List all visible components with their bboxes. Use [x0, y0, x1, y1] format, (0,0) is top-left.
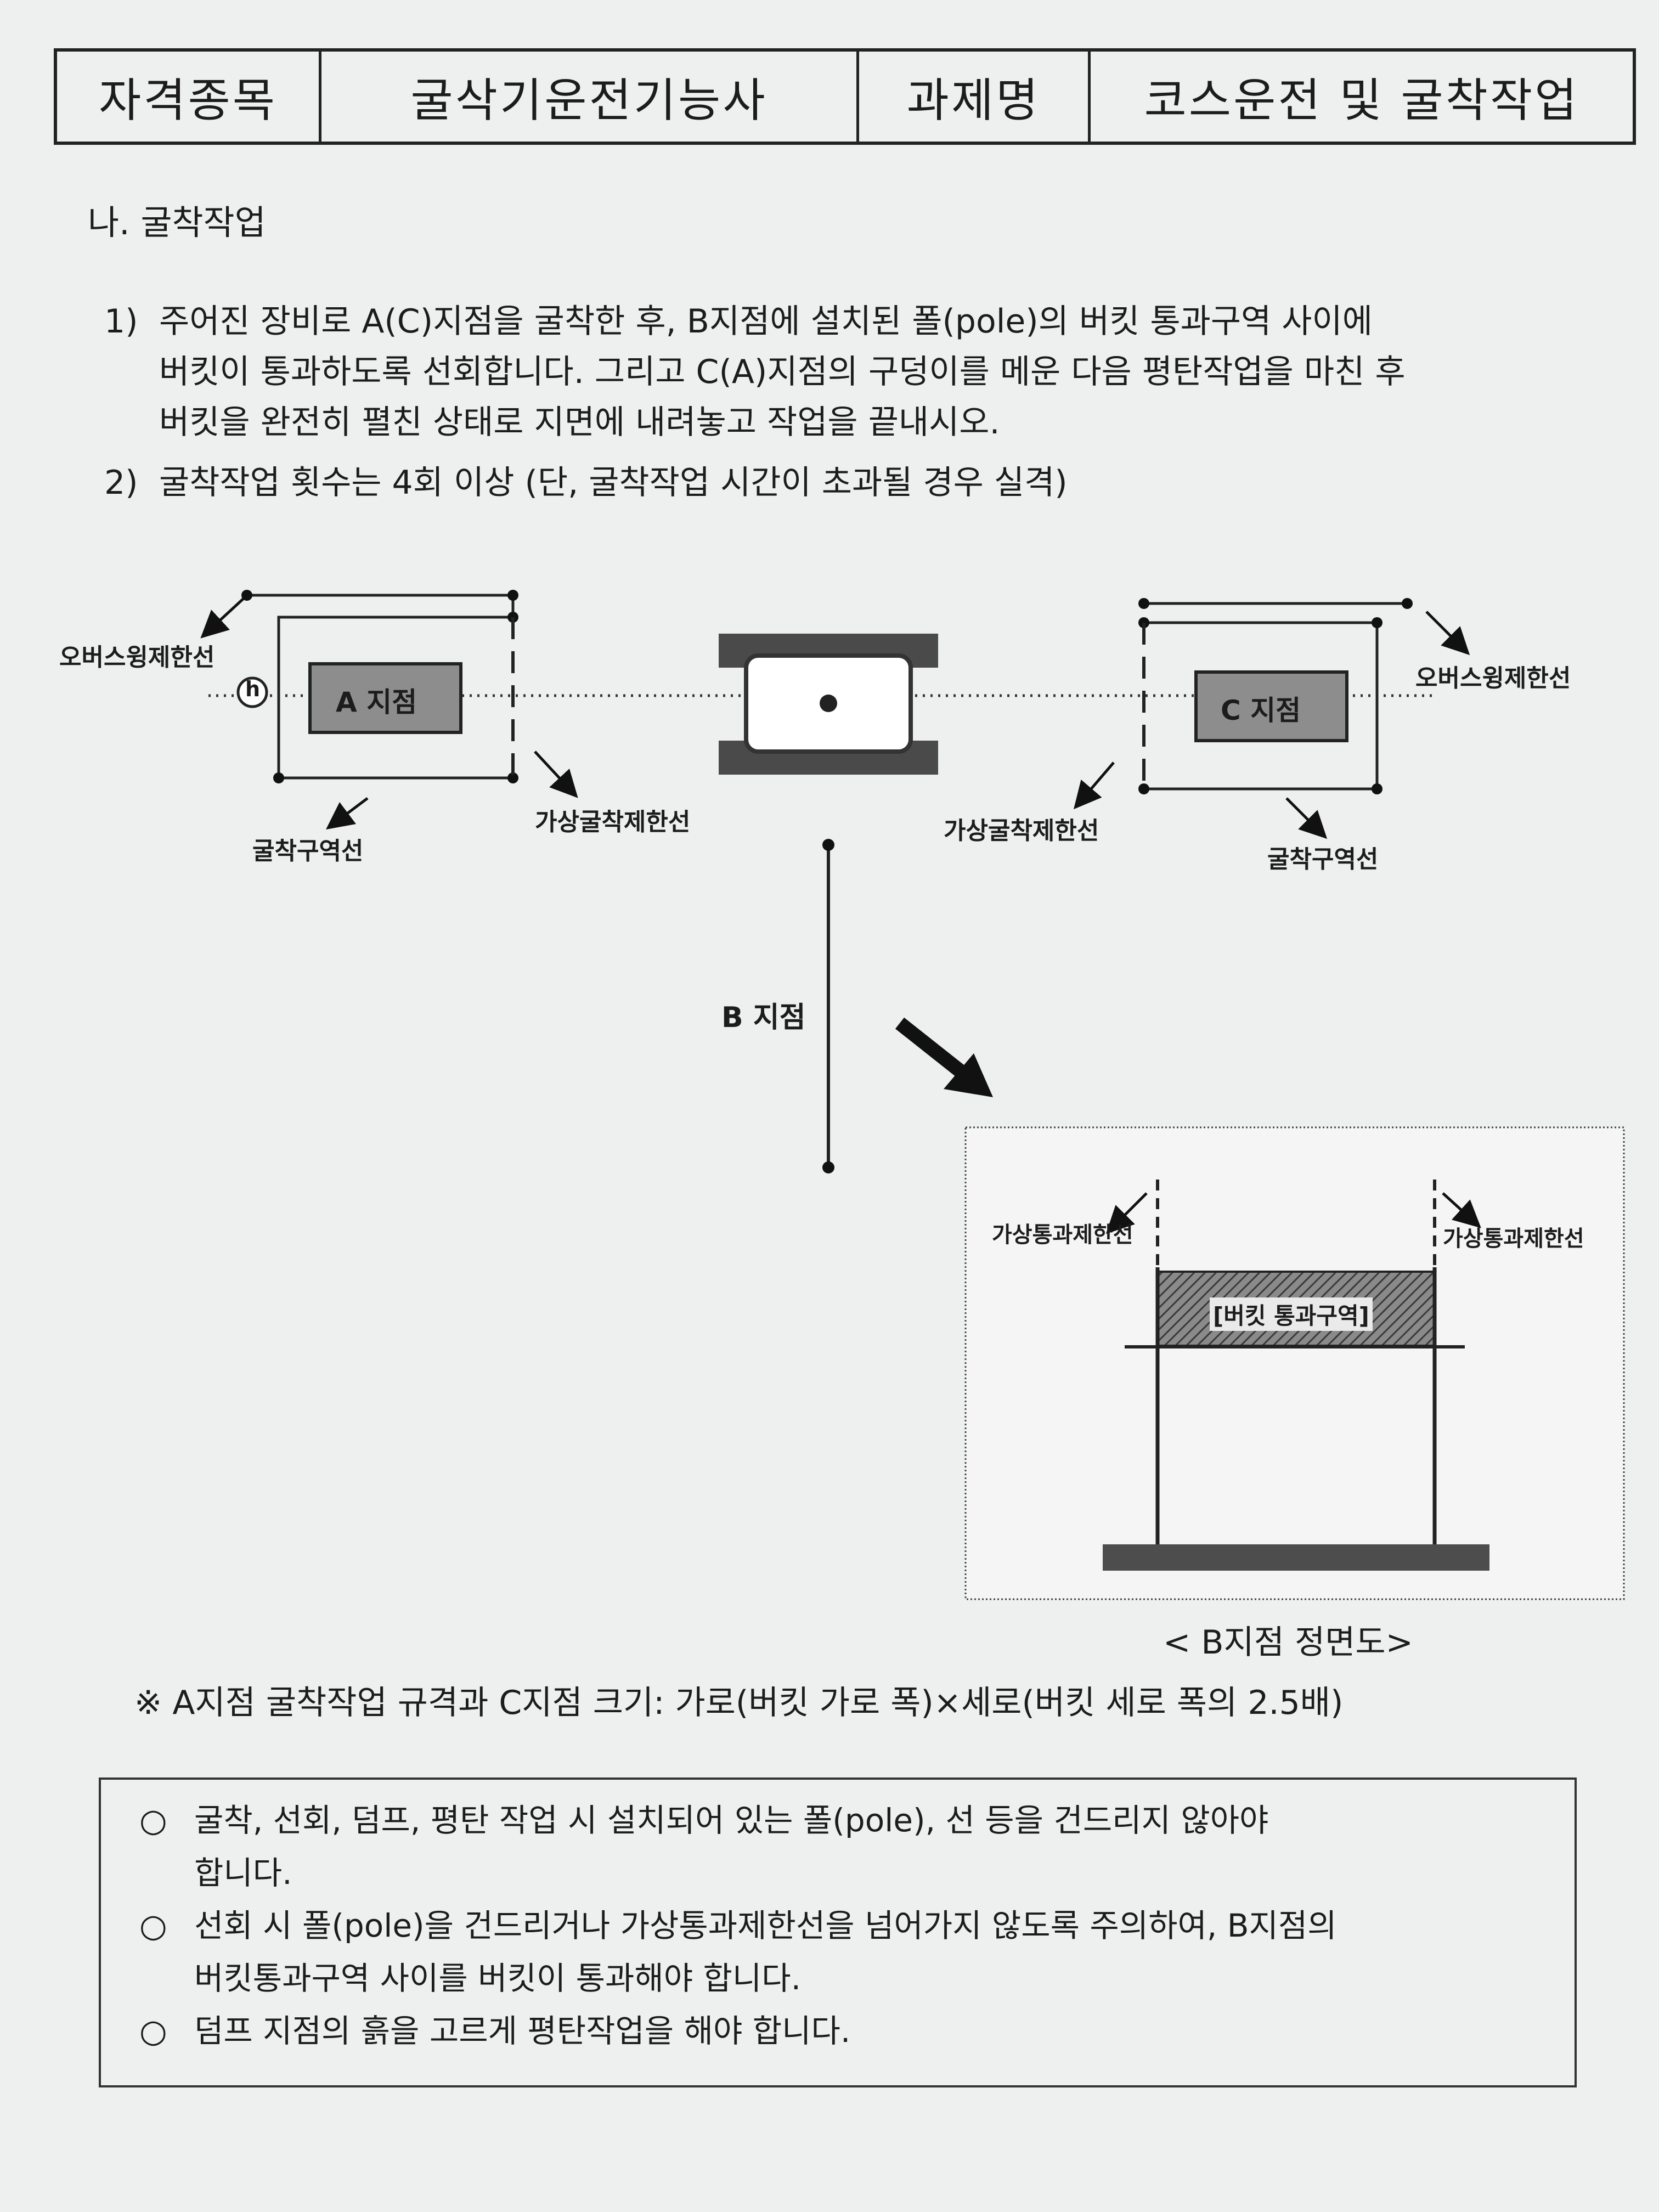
front-view-caption: < B지점 정면도> [1163, 1623, 1413, 1662]
c-point-area [1073, 598, 1470, 839]
a-point-label: A 지점 [336, 686, 417, 718]
qualification-label: 자격종목 [57, 52, 321, 142]
rule-item: ○ 덤프 지점의 흙을 고르게 평탄작업을 해야 합니다. [139, 2005, 1542, 2057]
instruction-line: 굴착작업 횟수는 4회 이상 (단, 굴착작업 시간이 초과될 경우 실격) [159, 464, 1068, 502]
rule-line: 합니다. [194, 1854, 292, 1892]
left-dig-area-label: 굴착구역선 [252, 837, 364, 865]
rule-line: 버킷통과구역 사이를 버킷이 통과해야 합니다. [194, 1960, 802, 1997]
instruction-line: 버킷을 완전히 펼친 상태로 지면에 내려놓고 작업을 끝내시오. [159, 403, 1000, 442]
c-point-label: C 지점 [1221, 695, 1301, 726]
rule-line: 굴착, 선회, 덤프, 평탄 작업 시 설치되어 있는 폴(pole), 선 등… [194, 1802, 1269, 1839]
a-point-block [308, 662, 462, 734]
rule-line: 선회 시 폴(pole)을 건드리거나 가상통과제한선을 넘어가지 않도록 주의… [194, 1907, 1337, 1944]
instruction-number: 2) [104, 464, 138, 502]
b-point-label: B 지점 [721, 1001, 806, 1034]
instruction-number: 1) [104, 302, 138, 341]
rules-box: ○ 굴착, 선회, 덤프, 평탄 작업 시 설치되어 있는 폴(pole), 선… [99, 1778, 1577, 2087]
task-value: 코스운전 및 굴착작업 [1144, 73, 1579, 127]
h-marker [236, 676, 268, 708]
instruction-1: 1) 주어진 장비로 A(C)지점을 굴착한 후, B지점에 설치된 폴(pole… [104, 296, 1406, 448]
front-view-arrow [895, 1017, 993, 1097]
c-point-block [1194, 670, 1348, 742]
b-point-front-view [964, 1126, 1625, 1600]
bullet-circle-icon: ○ [139, 2012, 167, 2050]
excavator-top-view [719, 634, 938, 775]
a-point-area [200, 590, 578, 830]
qualification-value: 굴삭기운전기능사 [321, 52, 859, 142]
bucket-zone-label: [버킷 통과구역] [1210, 1297, 1373, 1331]
ground-base [1103, 1544, 1489, 1571]
rule-item: ○ 굴착, 선회, 덤프, 평탄 작업 시 설치되어 있는 폴(pole), 선… [139, 1794, 1542, 1899]
front-left-limit-label: 가상통과제한선 [992, 1222, 1133, 1248]
right-virtual-dig-label: 가상굴착제한선 [944, 817, 1099, 845]
right-dig-area-label: 굴착구역선 [1267, 845, 1379, 873]
front-right-limit-label: 가상통과제한선 [1443, 1226, 1584, 1251]
header-table: 자격종목 굴삭기운전기능사 과제명 코스운전 및 굴착작업 [54, 48, 1636, 145]
rule-item: ○ 선회 시 폴(pole)을 건드리거나 가상통과제한선을 넘어가지 않도록 … [139, 1899, 1542, 2005]
b-point-pole-line [822, 839, 834, 1173]
section-title: 나. 굴착작업 [88, 202, 266, 242]
bullet-circle-icon: ○ [139, 1907, 167, 1944]
left-overswing-label: 오버스윙제한선 [59, 644, 215, 672]
left-virtual-dig-label: 가상굴착제한선 [535, 808, 691, 836]
instruction-2: 2) 굴착작업 횟수는 4회 이상 (단, 굴착작업 시간이 초과될 경우 실격) [104, 458, 1068, 508]
right-overswing-label: 오버스윙제한선 [1415, 664, 1571, 692]
bullet-circle-icon: ○ [139, 1802, 167, 1839]
instruction-line: 주어진 장비로 A(C)지점을 굴착한 후, B지점에 설치된 폴(pole)의… [159, 302, 1373, 341]
rule-line: 덤프 지점의 흙을 고르게 평탄작업을 해야 합니다. [194, 2012, 851, 2050]
size-note: ※ A지점 굴착작업 규격과 C지점 크기: 가로(버킷 가로 폭)×세로(버킷… [134, 1684, 1344, 1722]
h-marker-label: h [245, 677, 261, 701]
instruction-line: 버킷이 통과하도록 선회합니다. 그리고 C(A)지점의 구덩이를 메운 다음 … [159, 353, 1406, 391]
task-label: 과제명 [859, 52, 1091, 142]
